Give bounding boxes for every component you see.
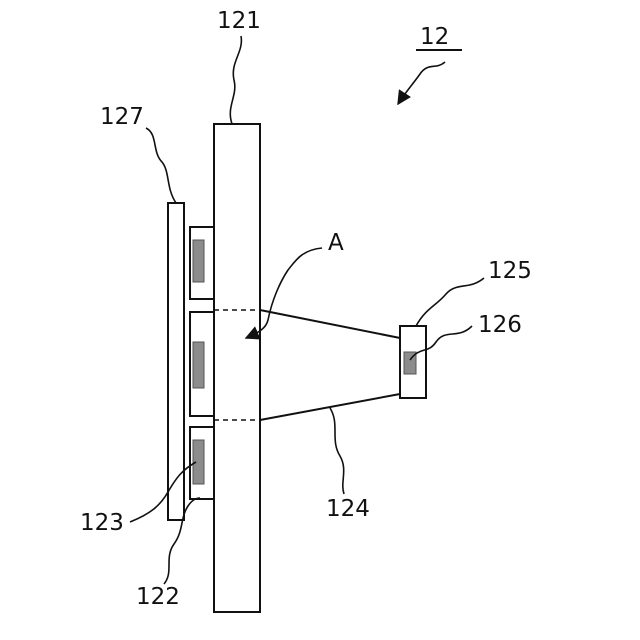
label-123: 123: [80, 510, 124, 536]
label-127: 127: [100, 104, 144, 130]
figure-ref-label: 12: [420, 24, 449, 50]
label-121: 121: [217, 8, 261, 34]
label-124: 124: [326, 496, 370, 522]
receiver-element-top: [193, 240, 204, 282]
leader-125: [416, 278, 484, 326]
leader-121: [230, 36, 241, 124]
leader-124: [330, 408, 344, 494]
light-path-upper: [260, 310, 400, 338]
leader-127: [146, 128, 176, 203]
label-125: 125: [488, 258, 532, 284]
label-126: 126: [478, 312, 522, 338]
figure-ref-arrow: [398, 62, 445, 104]
receiver-element-middle: [193, 342, 204, 388]
label-122: 122: [136, 584, 180, 610]
leader-123: [130, 462, 196, 522]
light-path-lower: [260, 394, 400, 420]
substrate-121: [214, 124, 260, 612]
label-area-a: A: [328, 230, 344, 256]
